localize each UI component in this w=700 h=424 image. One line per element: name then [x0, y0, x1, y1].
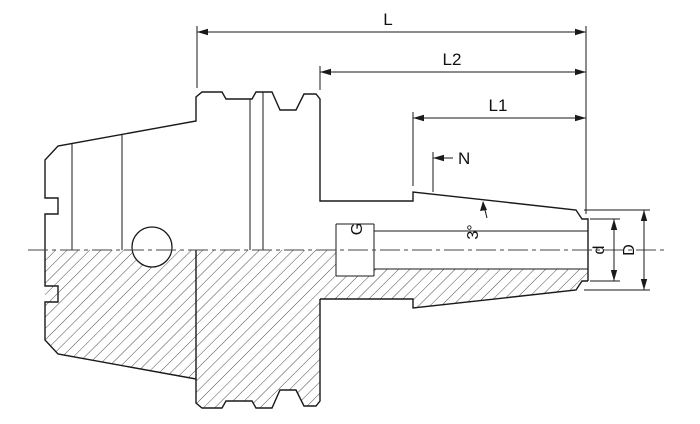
hatch-shank	[45, 250, 196, 379]
dimension-D: D	[584, 209, 650, 291]
callout-G: G	[349, 223, 366, 235]
dimension-L1: L1	[412, 96, 586, 186]
dimension-L: L	[196, 10, 587, 214]
arrowhead	[575, 68, 586, 76]
arrowhead	[610, 270, 618, 281]
dim-label-angle: 3°	[465, 224, 482, 239]
arrowhead	[433, 154, 444, 162]
arrowhead	[575, 28, 586, 36]
arrowhead	[197, 28, 208, 36]
flange-outline-bottom	[195, 299, 321, 409]
callout-N: N	[432, 149, 470, 192]
dim-label-G: G	[349, 223, 366, 235]
dim-label-N: N	[458, 149, 470, 168]
section-hatch	[45, 250, 588, 408]
hatch-nose	[320, 250, 588, 308]
arrowhead	[640, 210, 648, 221]
body-outline-top	[44, 91, 589, 281]
dim-label-L1: L1	[489, 96, 508, 115]
dim-label-L: L	[383, 10, 392, 29]
dimension-L2: L2	[319, 50, 586, 90]
arrowhead	[575, 114, 586, 122]
dimension-d: d	[590, 218, 620, 282]
arrowhead	[320, 68, 331, 76]
arrowhead	[480, 201, 487, 211]
callout-angle: 3°	[465, 201, 488, 240]
nose-outline-bottom	[320, 280, 588, 309]
dim-label-d: d	[591, 246, 608, 255]
dim-label-D: D	[621, 244, 638, 256]
dim-label-L2: L2	[443, 50, 462, 69]
shank-outline-bottom	[44, 250, 197, 380]
outline-bottom	[44, 250, 588, 409]
hatch-flange	[196, 250, 320, 408]
arrowhead	[640, 279, 648, 290]
arrowhead	[413, 114, 424, 122]
side-hole	[131, 226, 173, 268]
arrowhead	[610, 219, 618, 230]
